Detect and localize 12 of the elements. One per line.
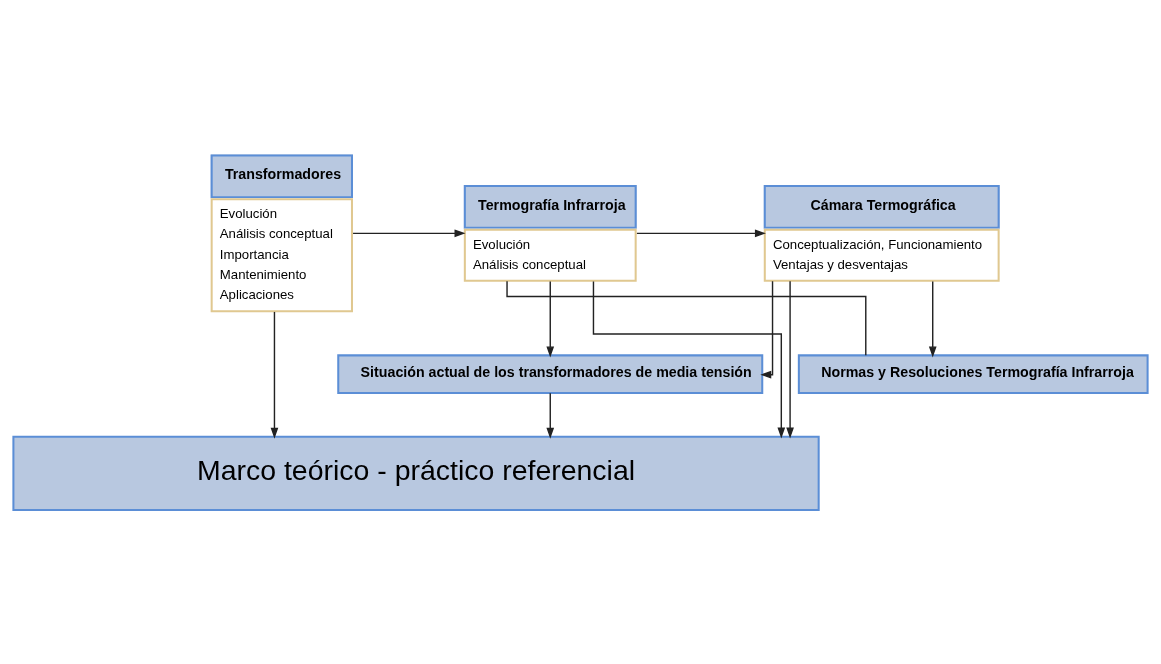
arrow (352, 229, 466, 238)
arrow (760, 280, 774, 379)
node-box: Normas y Resoluciones Termografía Infrarroja (797, 354, 1149, 395)
arrow (546, 280, 555, 358)
arrow (636, 229, 766, 238)
node-box: Situación actual de los transformadores de media tensión (337, 354, 764, 395)
arrow (786, 280, 794, 439)
arrow (928, 280, 937, 358)
arrow (270, 311, 279, 439)
arrow (592, 280, 786, 439)
node-box: Marco teórico - práctico referencial (12, 435, 820, 511)
arrow (546, 392, 555, 439)
